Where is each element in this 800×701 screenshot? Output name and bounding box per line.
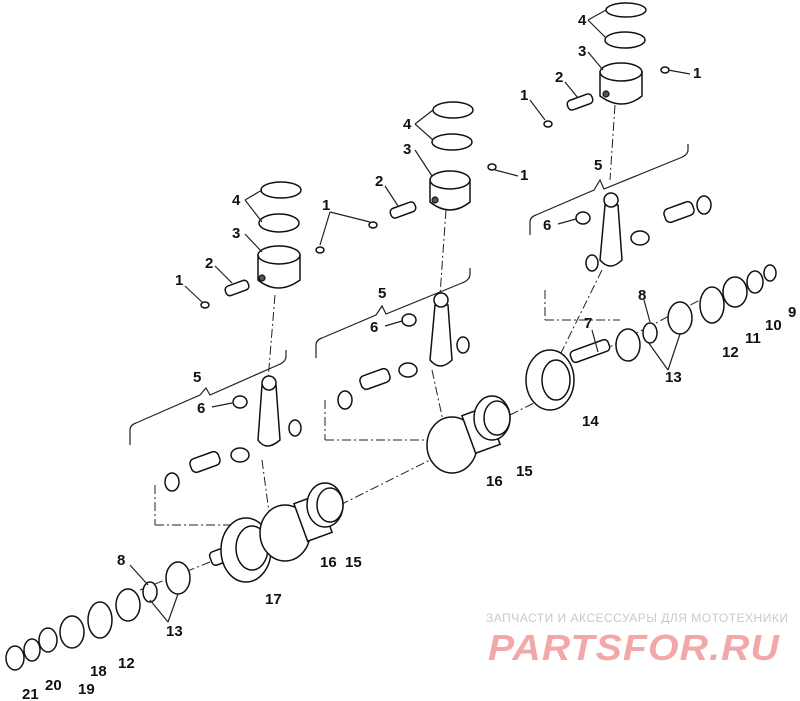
label-6-left: 6 (197, 400, 205, 417)
crank-section-16-15-left (259, 482, 344, 562)
label-6-middle: 6 (370, 319, 378, 336)
label-12-left: 12 (118, 655, 135, 672)
label-18: 18 (90, 663, 107, 680)
bracket-5-right (529, 144, 689, 235)
label-13-left: 13 (166, 623, 183, 640)
label-14: 14 (582, 413, 599, 430)
piston-rings-left (258, 181, 302, 233)
label-1-middle: 1 (520, 167, 528, 184)
piston-pins (200, 66, 670, 309)
label-3-left: 3 (232, 225, 240, 242)
piston-left (257, 245, 301, 289)
label-5-middle: 5 (378, 285, 386, 302)
bracket-5-middle (315, 268, 471, 358)
watermark-logo: PARTSFOR.RU (488, 627, 780, 668)
label-2-left: 2 (205, 255, 213, 272)
label-12-right: 12 (722, 344, 739, 361)
crank-section-16-15-middle (426, 395, 511, 474)
label-17: 17 (265, 591, 282, 608)
label-15-left: 15 (345, 554, 362, 571)
label-10: 10 (765, 317, 782, 334)
connecting-rod-left (164, 375, 302, 492)
label-15-middle: 15 (516, 463, 533, 480)
label-4-right: 4 (578, 12, 587, 29)
label-16-left: 16 (320, 554, 337, 571)
label-1-right: 1 (520, 87, 528, 104)
label-3-right: 3 (578, 43, 586, 60)
right-end-parts (615, 264, 777, 362)
label-7: 7 (584, 315, 592, 332)
label-1-right-b: 1 (693, 65, 701, 82)
connecting-rod-middle (337, 292, 470, 410)
label-8-left: 8 (117, 552, 125, 569)
label-11: 11 (745, 330, 761, 347)
label-5-left: 5 (193, 369, 201, 386)
left-end-parts (5, 561, 191, 671)
connecting-rod-right (575, 192, 712, 272)
part-labels: 1 2 3 4 1 2 3 4 1 1 2 3 4 1 5 6 5 6 5 6 … (22, 12, 796, 701)
label-21: 21 (22, 686, 39, 701)
label-2-middle: 2 (375, 173, 383, 190)
label-6-right: 6 (543, 217, 551, 234)
label-13-right: 13 (665, 369, 682, 386)
label-8-right: 8 (638, 287, 646, 304)
label-1-left: 1 (175, 272, 183, 289)
piston-rings-right (604, 2, 647, 49)
label-4-left: 4 (232, 192, 241, 209)
piston-right (599, 62, 643, 105)
label-4-middle: 4 (403, 116, 412, 133)
label-5-right: 5 (594, 157, 602, 174)
label-2-right: 2 (555, 69, 563, 86)
label-1-left-b: 1 (322, 197, 330, 214)
crank-section-14 (525, 338, 611, 411)
label-16-middle: 16 (486, 473, 503, 490)
label-20: 20 (45, 677, 62, 694)
label-9: 9 (788, 304, 796, 321)
piston-rings-middle (431, 101, 474, 151)
crank-section-17 (208, 517, 272, 583)
label-19: 19 (78, 681, 95, 698)
label-3-middle: 3 (403, 141, 411, 158)
bracket-5-left (129, 350, 287, 445)
piston-middle (429, 170, 471, 211)
watermark-tagline: ЗАПЧАСТИ И АКСЕССУАРЫ ДЛЯ МОТОТЕХНИКИ (486, 611, 788, 625)
watermark: ЗАПЧАСТИ И АКСЕССУАРЫ ДЛЯ МОТОТЕХНИКИ PA… (486, 611, 788, 668)
leader-lines (129, 9, 691, 623)
